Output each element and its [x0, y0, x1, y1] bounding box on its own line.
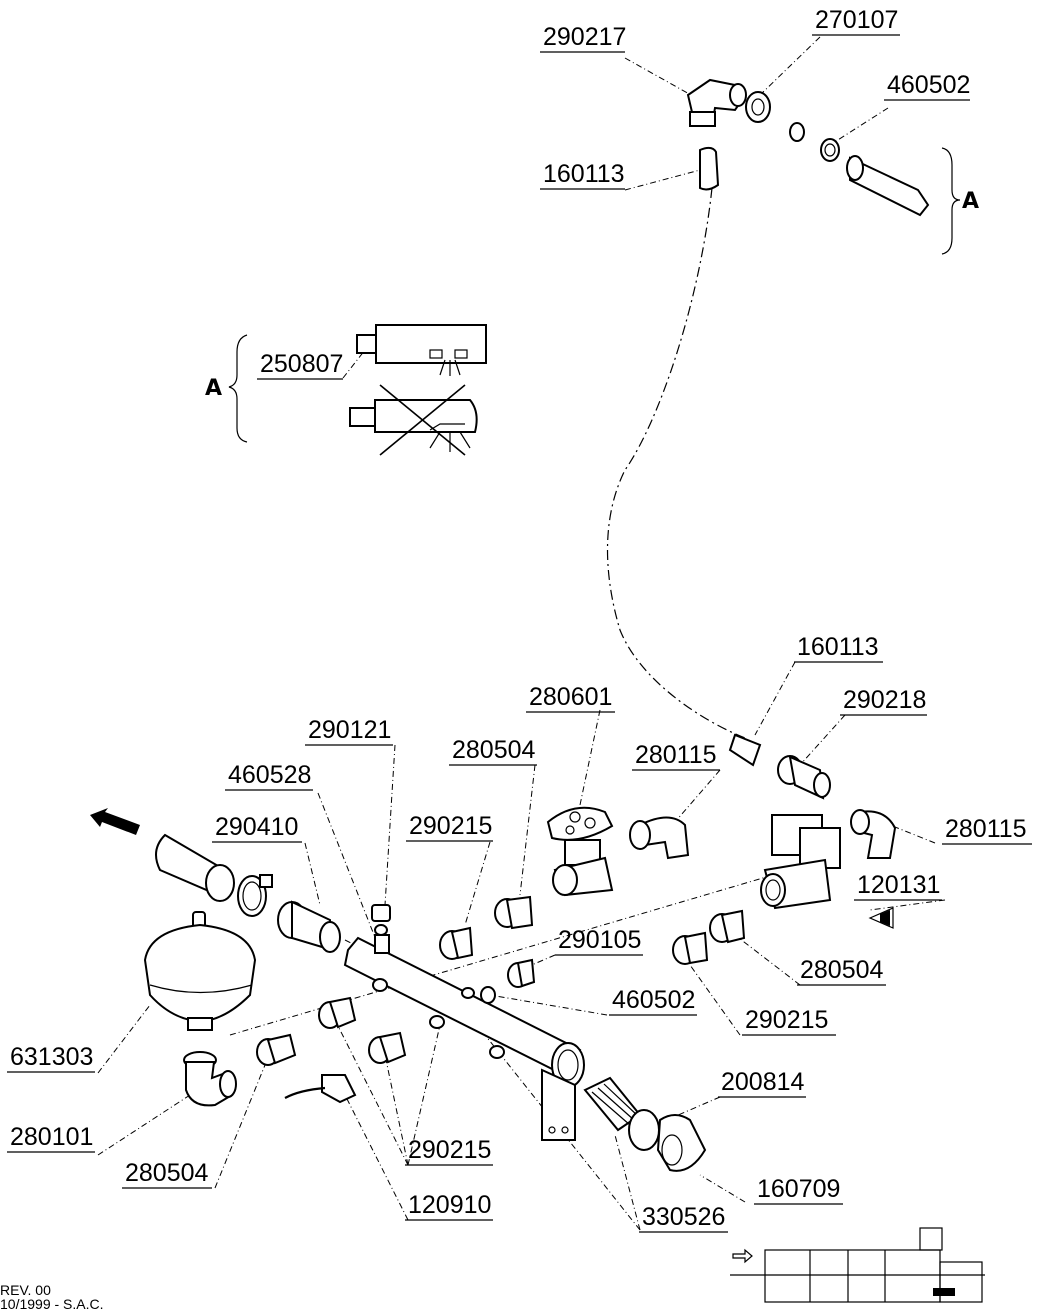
nozzle-detail-a — [228, 324, 487, 456]
part-label-160113a: 160113 — [540, 160, 625, 190]
fittings-lower-left — [256, 996, 407, 1104]
water-hose-path — [606, 187, 746, 739]
part-label-250807: 250807 — [257, 350, 343, 380]
part-label-list: 290217 270107 460502 160113 250807 160113 2806… — [7, 6, 1032, 1233]
part-label-290218: 290218 — [840, 686, 927, 716]
part-number-text: 280504 — [125, 1159, 209, 1187]
part-label-290215c: 290215 — [405, 1136, 493, 1166]
revision-label: REV. 00 — [0, 1282, 51, 1298]
part-number-text: 290410 — [215, 813, 298, 841]
part-number-text: 290218 — [843, 686, 926, 714]
part-label-120131: 120131 — [854, 871, 942, 901]
inlet-arrow-icon — [90, 808, 140, 835]
part-number-text: 160113 — [543, 160, 625, 188]
part-label-460528: 460528 — [225, 761, 313, 791]
fitting-290218 — [728, 733, 831, 800]
leader-lines — [97, 36, 946, 1231]
part-number-text: 160113 — [797, 633, 879, 661]
part-label-330526: 330526 — [639, 1203, 728, 1233]
part-number-text: 280115 — [635, 741, 717, 769]
part-label-290215b: 290215 — [742, 1006, 836, 1036]
part-number-text: 290215 — [408, 1136, 491, 1164]
part-label-120910: 120910 — [405, 1191, 493, 1221]
part-label-290215a: 290215 — [406, 812, 493, 842]
main-manifold — [343, 934, 585, 1141]
part-label-280115b: 280115 — [942, 815, 1032, 845]
part-number-text: 280601 — [529, 683, 612, 711]
revision-date: 10/1999 - S.A.C. — [0, 1296, 104, 1310]
part-label-460502b: 460502 — [609, 986, 697, 1016]
part-label-270107: 270107 — [812, 6, 900, 36]
part-label-160113b: 160113 — [794, 633, 883, 663]
detail-marker-top: A — [962, 189, 979, 214]
elbow-280115-right — [850, 809, 897, 859]
part-number-text: 120131 — [857, 871, 940, 899]
view-eye-icon — [868, 907, 894, 929]
part-number-text: 160709 — [757, 1175, 840, 1203]
fittings-right — [672, 909, 746, 965]
fittings-middle — [439, 895, 536, 1004]
part-label-280504a: 280504 — [449, 736, 537, 766]
part-label-200814: 200814 — [718, 1068, 806, 1098]
expansion-vessel — [143, 911, 257, 1031]
top-elbow-assembly — [686, 78, 930, 217]
inlet-hose-assembly — [155, 833, 341, 953]
part-label-280101: 280101 — [7, 1123, 95, 1153]
solenoid-valve-120131 — [760, 814, 841, 910]
part-label-290105: 290105 — [555, 926, 643, 956]
detail-bracket-right — [941, 147, 961, 255]
part-label-280115a: 280115 — [632, 741, 720, 771]
part-number-text: 631303 — [10, 1043, 93, 1071]
part-label-290121: 290121 — [305, 716, 393, 746]
part-number-text: 290215 — [745, 1006, 828, 1034]
part-label-460502a: 460502 — [884, 71, 970, 101]
part-number-text: 280504 — [452, 736, 536, 764]
machine-location-thumbnail — [730, 1227, 985, 1303]
part-number-text: 280101 — [10, 1123, 93, 1151]
part-number-text: 460502 — [612, 986, 695, 1014]
part-number-text: 250807 — [260, 350, 343, 378]
detail-marker-left: A — [205, 376, 222, 401]
elbow-280115-left — [629, 816, 690, 860]
part-label-280601: 280601 — [526, 683, 615, 713]
part-number-text: 290105 — [558, 926, 641, 954]
part-label-290217: 290217 — [540, 23, 626, 53]
part-number-text: 280504 — [800, 956, 884, 984]
part-number-text: 460502 — [887, 71, 970, 99]
part-label-290410: 290410 — [212, 813, 302, 843]
part-number-text: 280115 — [945, 815, 1027, 843]
plug-290121 — [371, 904, 391, 936]
part-label-160709: 160709 — [754, 1175, 843, 1205]
part-number-text: 460528 — [228, 761, 311, 789]
valve-280601 — [546, 806, 614, 897]
part-label-280504b: 280504 — [797, 956, 886, 986]
elbow-280101 — [183, 1051, 237, 1107]
filter-cap-assembly — [583, 1076, 707, 1172]
part-label-631303: 631303 — [7, 1043, 95, 1073]
part-label-280504c: 280504 — [122, 1159, 212, 1189]
part-number-text: 330526 — [642, 1203, 725, 1231]
part-number-text: 290217 — [543, 23, 626, 51]
part-number-text: 200814 — [721, 1068, 805, 1096]
part-number-text: 120910 — [408, 1191, 491, 1219]
part-number-text: 290215 — [409, 812, 492, 840]
part-number-text: 270107 — [815, 6, 898, 34]
part-number-text: 290121 — [308, 716, 391, 744]
